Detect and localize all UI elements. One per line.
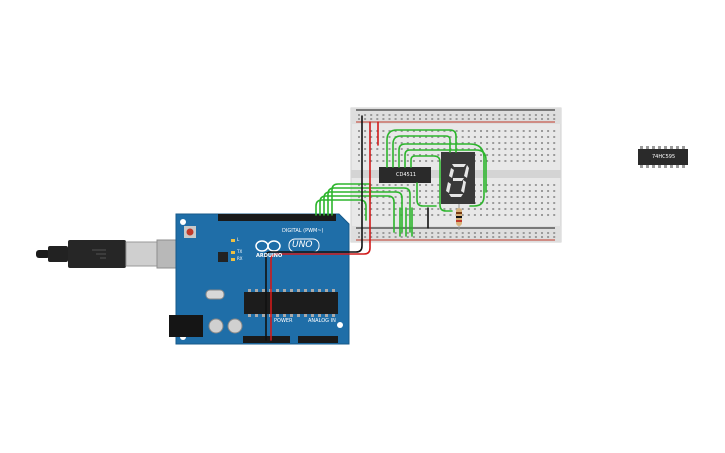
loose-chip-74hc595[interactable] [638,146,688,168]
atmega-chip [244,292,338,314]
arduino-model-text: UNO [292,240,313,250]
resistor[interactable] [456,204,462,230]
led-label-tx: TX [237,249,243,254]
wires[interactable] [265,115,487,341]
loose-chip-label: 74HC595 [652,154,676,160]
breadboard-chip-label: CD4511 [396,172,417,178]
arduino-uno-board[interactable] [169,213,350,345]
analog-pins-label: ANALOG IN [308,318,336,324]
digital-header[interactable] [218,214,336,221]
arduino-logo-icon [255,240,281,252]
breadboard-chip[interactable] [379,167,431,183]
led-label-rx: RX [237,256,243,261]
power-pins-label: POWER [274,318,293,324]
seven-segment-display[interactable] [441,152,475,204]
led-label-l: L [237,237,240,242]
usb-plug-icon [92,249,106,259]
seven-segment-digit [446,164,469,197]
digital-pins-label: DIGITAL (PWM~) [282,228,324,234]
usb-cable[interactable] [36,239,200,269]
power-jack[interactable] [169,315,203,337]
analog-header[interactable] [298,336,338,343]
arduino-logo-text: ARDUINO [256,253,283,259]
